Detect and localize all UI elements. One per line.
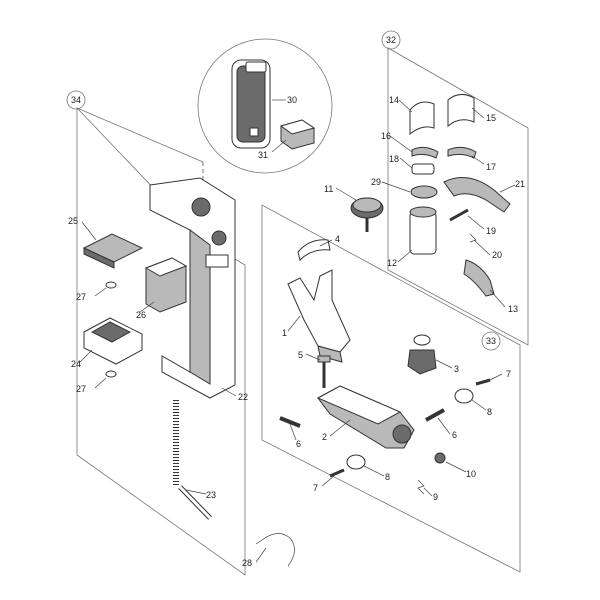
part-1-arm	[287, 269, 351, 363]
part-26-bracket	[144, 257, 188, 313]
group-32-frame	[387, 47, 529, 346]
label-30: 30	[287, 95, 297, 105]
label-1: 1	[282, 328, 287, 338]
label-17: 17	[486, 162, 496, 172]
label-6-left: 6	[296, 439, 301, 449]
label-7-right: 7	[506, 369, 511, 379]
label-29: 29	[371, 177, 381, 187]
label-7-left: 7	[313, 483, 318, 493]
label-14: 14	[389, 95, 399, 105]
part-20-spring	[469, 233, 477, 243]
label-27-top: 27	[76, 292, 86, 302]
label-20: 20	[492, 250, 502, 260]
part-2-base	[316, 385, 415, 449]
part-16-insert	[411, 146, 439, 159]
label-15: 15	[486, 113, 496, 123]
part-29-ring	[410, 185, 438, 199]
label-21: 21	[515, 179, 525, 189]
label-23: 23	[206, 490, 216, 500]
part-6-pin-right	[425, 408, 445, 422]
label-8-left: 8	[385, 472, 390, 482]
part-23-spring-rod	[173, 400, 212, 520]
part-12-cylinder	[409, 206, 437, 255]
label-10: 10	[466, 469, 476, 479]
group-label-34: 34	[71, 95, 81, 105]
part-28-clip	[255, 533, 295, 567]
part-24-plate	[83, 317, 143, 365]
label-28: 28	[242, 558, 252, 568]
label-5: 5	[298, 350, 303, 360]
label-26: 26	[136, 310, 146, 320]
label-24: 24	[71, 359, 81, 369]
part-18-ring	[411, 163, 435, 175]
label-31: 31	[258, 150, 268, 160]
part-27-washer-bottom	[105, 370, 117, 378]
part-27-washer-top	[105, 281, 117, 289]
part-30-cover	[231, 59, 271, 149]
group-badge-33	[481, 331, 501, 351]
group-badge-34	[66, 90, 86, 110]
label-6-right: 6	[452, 430, 457, 440]
group-label-33: 33	[486, 336, 496, 346]
part-8-washer-left	[346, 454, 366, 470]
label-4: 4	[335, 234, 340, 244]
part-5-screw	[317, 355, 331, 388]
label-22: 22	[238, 392, 248, 402]
part-13-latch	[463, 259, 495, 297]
part-31-block	[279, 119, 316, 150]
label-3: 3	[454, 364, 459, 374]
group-badge-32	[381, 30, 401, 50]
part-7-screw-left	[329, 468, 345, 478]
part-17-insert	[447, 146, 477, 159]
callout-circle	[197, 38, 333, 174]
label-13: 13	[508, 304, 518, 314]
part-10-bolt	[434, 452, 446, 464]
label-11: 11	[324, 184, 333, 194]
part-22-main-body	[149, 177, 236, 399]
part-21-lever	[443, 177, 511, 213]
part-7-screw-right	[475, 378, 491, 386]
label-27-bottom: 27	[76, 384, 86, 394]
part-11-knob	[350, 197, 384, 232]
group-33-frame	[261, 204, 521, 573]
label-18: 18	[389, 154, 399, 164]
label-8-right: 8	[487, 407, 492, 417]
part-19-pin	[449, 208, 469, 222]
label-12: 12	[387, 258, 397, 268]
group-label-32: 32	[386, 35, 396, 45]
leader-lines	[78, 99, 516, 563]
group-34-frame-top	[76, 107, 204, 163]
part-9-spring	[417, 479, 425, 495]
part-25-pad	[82, 233, 144, 269]
label-9: 9	[433, 492, 438, 502]
part-4-clamp	[297, 239, 331, 261]
label-19: 19	[486, 226, 496, 236]
label-2: 2	[322, 432, 327, 442]
label-25: 25	[68, 216, 78, 226]
part-6-pin-left	[279, 416, 301, 428]
part-3-plug	[407, 334, 437, 375]
label-16: 16	[381, 131, 391, 141]
part-14-clamp-half	[409, 101, 435, 136]
part-8-washer-right	[454, 388, 474, 404]
part-15-clamp-half	[447, 94, 475, 128]
